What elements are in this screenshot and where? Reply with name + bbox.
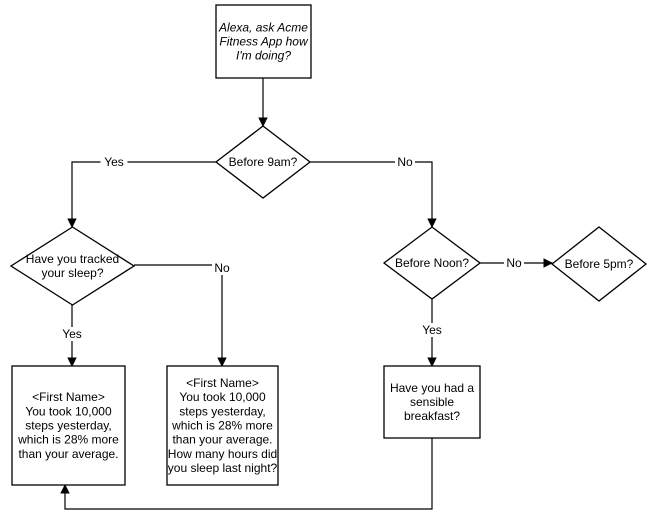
decision-diamond (550, 226, 648, 302)
edge-label-background (100, 155, 128, 169)
decision-diamond (214, 125, 312, 199)
node-text-line: I'm doing? (236, 49, 291, 63)
edge-connector-line (67, 161, 216, 228)
edge-label: Yes (104, 155, 124, 169)
node-text-line: Fitness App how (219, 34, 309, 48)
node-text-line: Before 5pm? (565, 257, 634, 271)
edge-label: Yes (62, 327, 82, 341)
node-text-line: sensible (410, 395, 454, 409)
node-text-line: <First Name> (186, 376, 259, 390)
node-text-line: steps yesterday, (25, 418, 111, 432)
edge-connector-line (310, 161, 437, 228)
edge-connector-line (60, 438, 433, 510)
edge-tracked-to-msgNo: No (134, 261, 232, 367)
edge-label-background (395, 155, 415, 169)
node-text-line: than your average. (172, 433, 272, 447)
node-text-line: <First Name> (32, 390, 105, 404)
edge-before9-to-tracked: Yes (67, 155, 216, 228)
node-text-line: Before Noon? (395, 256, 469, 270)
node-text-line: Alexa, ask Acme (218, 20, 308, 34)
node-text-line: How many hours did (168, 447, 277, 461)
edge-label: Yes (422, 323, 442, 337)
edge-label: No (506, 256, 522, 270)
edge-label-background (504, 256, 524, 270)
edge-connector-line (134, 264, 227, 367)
node-text-line: You took 10,000 (25, 404, 112, 418)
node-text-line: you sleep last night? (168, 461, 278, 475)
edge-beforeNoon-to-before5: No (480, 256, 553, 270)
node-before9: Before 9am? (214, 125, 312, 199)
node-beforeNoon: Before Noon? (382, 226, 482, 300)
node-text-line: You took 10,000 (179, 390, 266, 404)
node-text-line: which is 28% more (17, 433, 119, 447)
node-text-line: which is 28% more (171, 418, 273, 432)
process-box (215, 4, 312, 79)
node-text-line: Before 9am? (229, 155, 298, 169)
edge-label: No (397, 155, 413, 169)
edge-before9-to-beforeNoon: No (310, 155, 437, 228)
process-box (166, 365, 279, 486)
node-text-line: your sleep? (41, 266, 103, 280)
process-box (383, 365, 481, 439)
node-before5: Before 5pm? (550, 226, 648, 302)
node-text-line: than your average. (18, 447, 118, 461)
decision-diamond (9, 226, 136, 306)
decision-diamond (382, 226, 482, 300)
edge-label-background (58, 327, 86, 341)
edge-tracked-to-msgYes: Yes (58, 305, 86, 367)
node-text-line: Have you tracked (26, 252, 119, 266)
edge-label-background (418, 323, 446, 337)
edge-beforeNoon-to-breakfast: Yes (418, 299, 446, 367)
node-text-line: steps yesterday, (179, 404, 265, 418)
edge-label: No (214, 261, 230, 275)
node-text-line: Have you had a (390, 381, 474, 395)
node-text-line: breakfast? (404, 409, 460, 423)
edge-label-background (212, 261, 232, 275)
process-box (11, 365, 126, 486)
edge-breakfast-to-msgYes (60, 438, 433, 510)
